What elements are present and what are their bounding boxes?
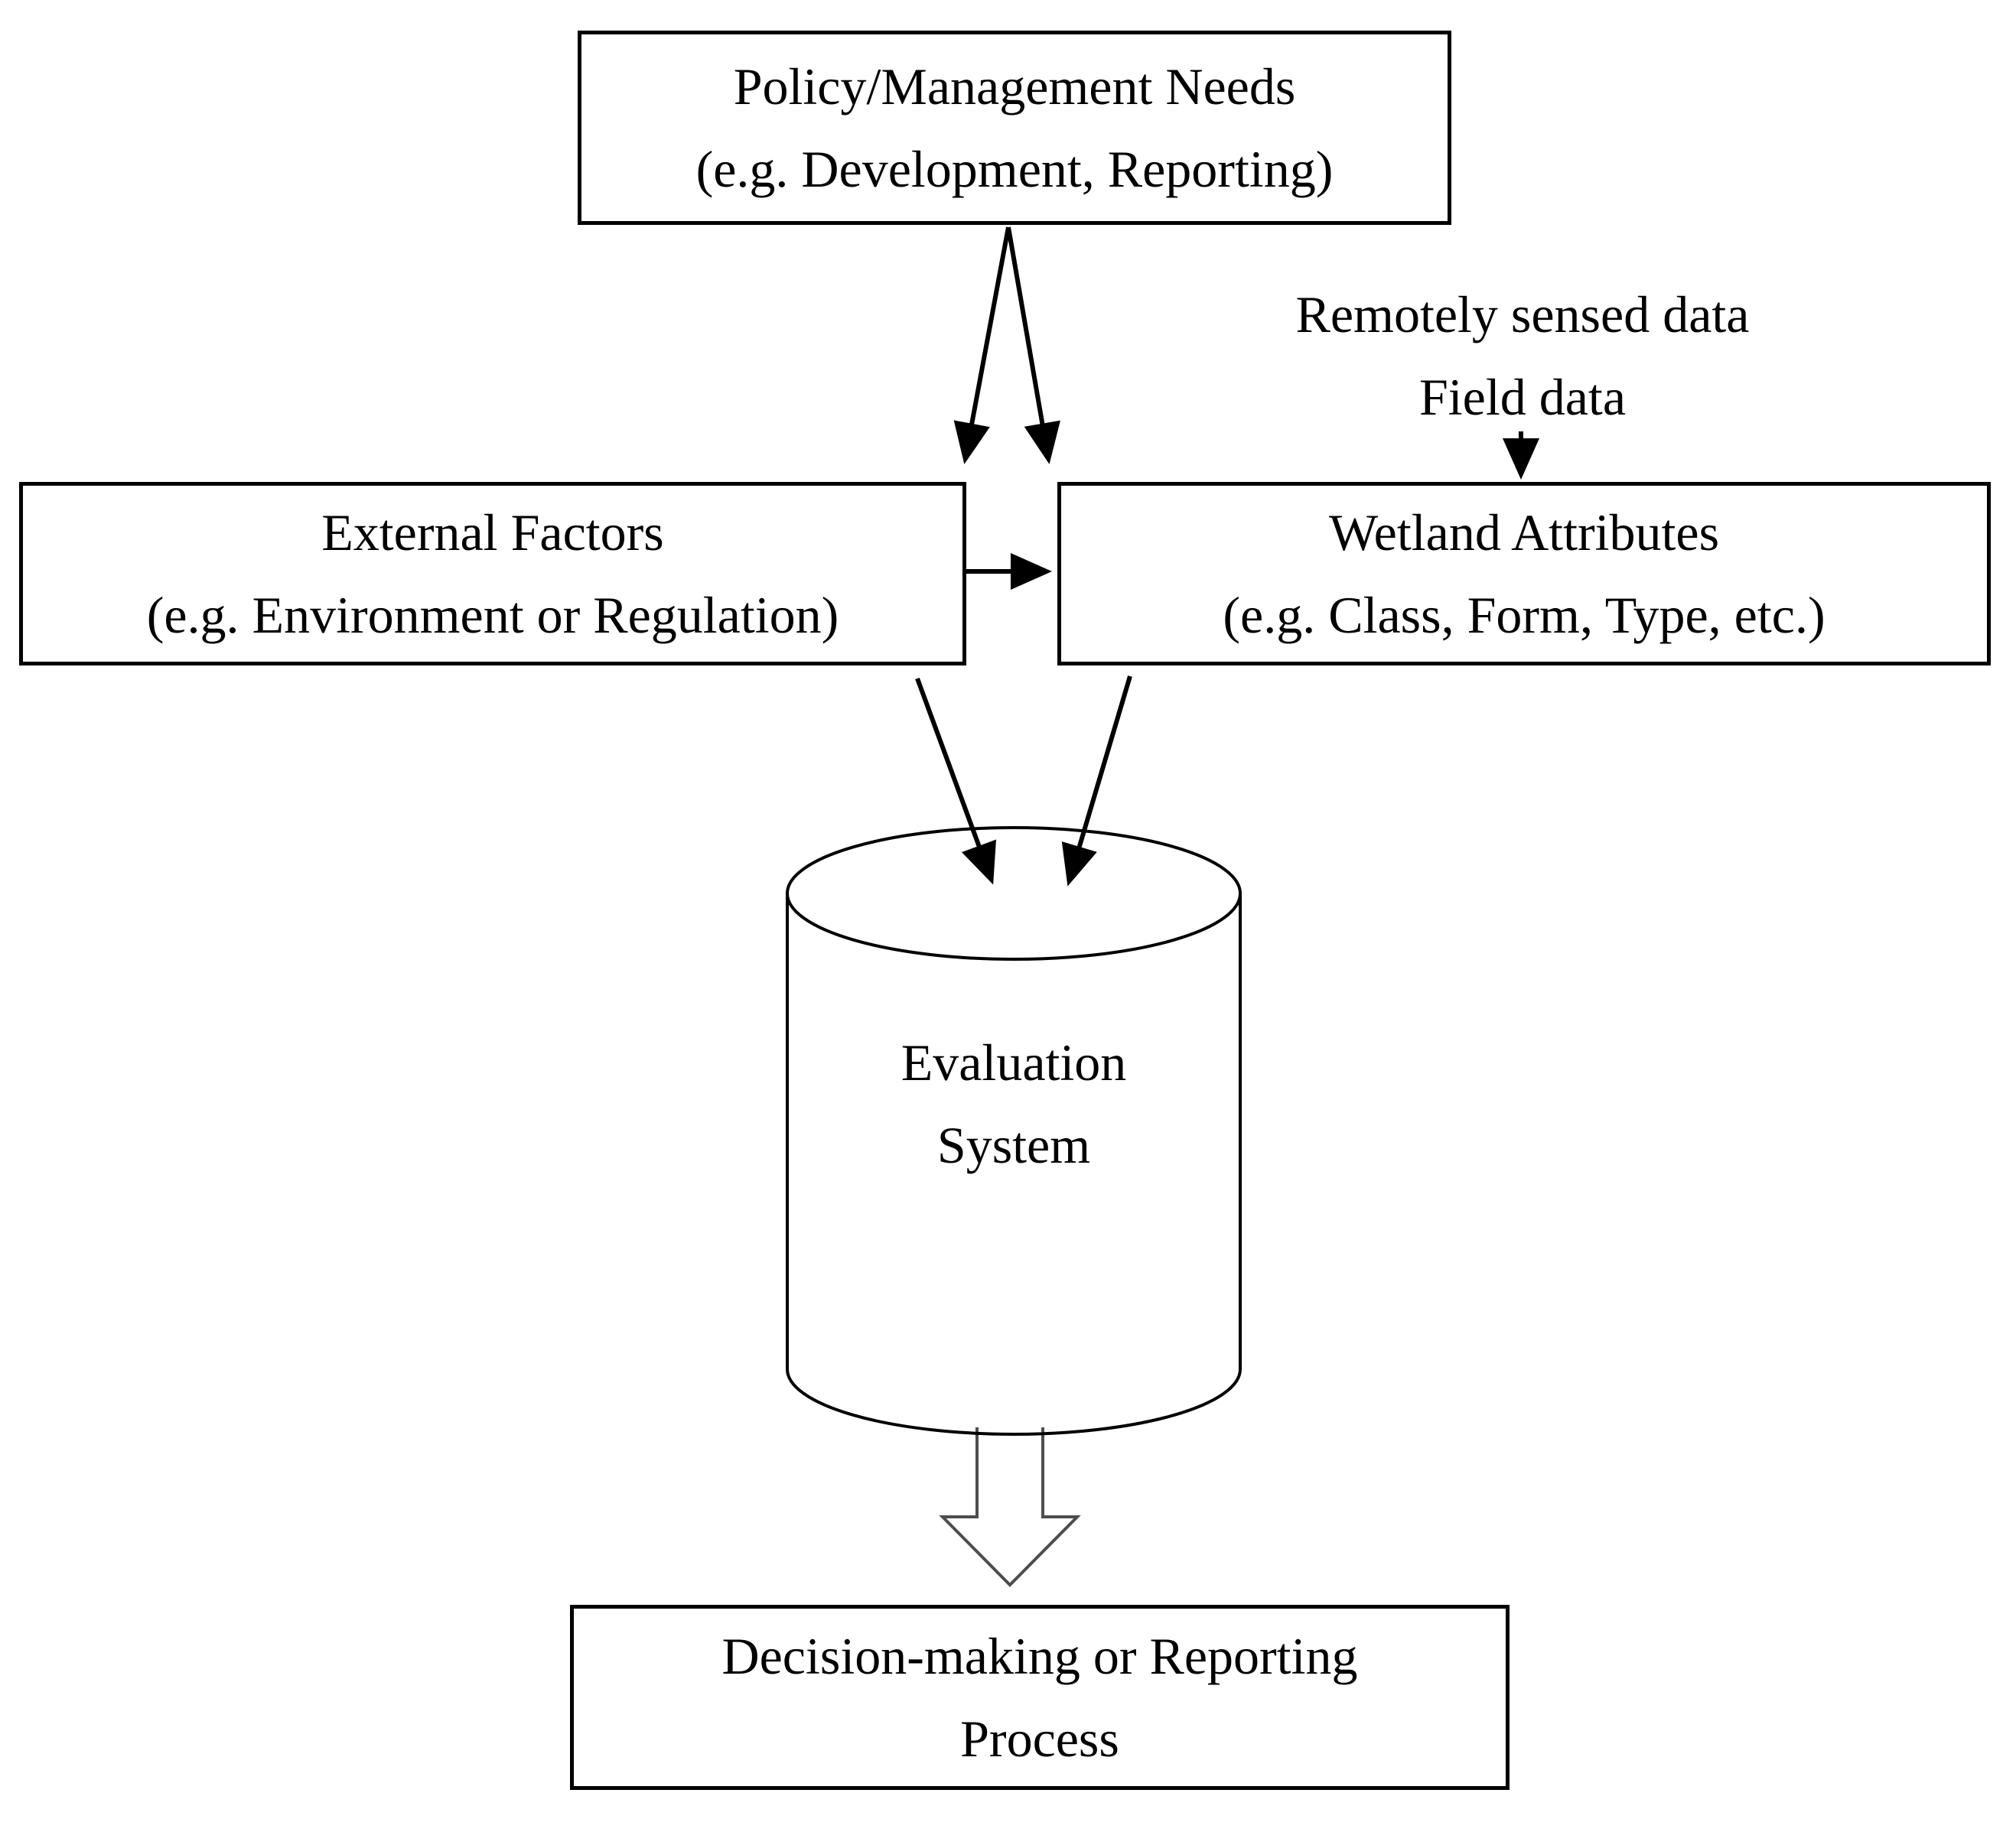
evaluation-system-label: Evaluation System: [784, 1021, 1243, 1266]
evaluation-cylinder-body: [786, 893, 1242, 1436]
policy-to-wetland-arrow: [1006, 226, 1060, 464]
wetland-to-evaluation-arrow: [1061, 675, 1132, 887]
decision-process-box: Decision-making or Reporting Process: [570, 1605, 1510, 1790]
evaluation-system-line1: Evaluation: [901, 1033, 1127, 1092]
decision-process-line1: Decision-making or Reporting: [721, 1627, 1358, 1685]
external-factors-line2: (e.g. Environment or Regulation): [146, 586, 839, 644]
data-sources-line1: Remotely sensed data: [1295, 285, 1750, 343]
data-sources-line2: Field data: [1418, 368, 1627, 426]
block-down-arrow: [939, 1427, 1081, 1587]
external-factors-line1: External Factors: [321, 503, 664, 561]
decision-process-line2: Process: [960, 1710, 1119, 1768]
external-factors-box: External Factors (e.g. Environment or Re…: [19, 482, 966, 665]
policy-needs-box: Policy/Management Needs (e.g. Developmen…: [578, 31, 1451, 225]
policy-needs-line1: Policy/Management Needs: [733, 57, 1296, 116]
arrow-group: [915, 226, 1539, 887]
policy-needs-line2: (e.g. Development, Reporting): [695, 140, 1334, 198]
data-sources-label: Remotely sensed data Field data: [1140, 275, 1905, 436]
wetland-attributes-line2: (e.g. Class, Form, Type, etc.): [1223, 586, 1825, 644]
evaluation-system-line2: System: [936, 1116, 1091, 1174]
evaluation-cylinder-top: [786, 826, 1242, 961]
wetland-attributes-line1: Wetland Attributes: [1328, 503, 1720, 561]
wetland-attributes-box: Wetland Attributes (e.g. Class, Form, Ty…: [1057, 482, 1991, 665]
external-to-evaluation-arrow: [915, 677, 996, 885]
policy-to-external-arrow: [953, 226, 1011, 464]
